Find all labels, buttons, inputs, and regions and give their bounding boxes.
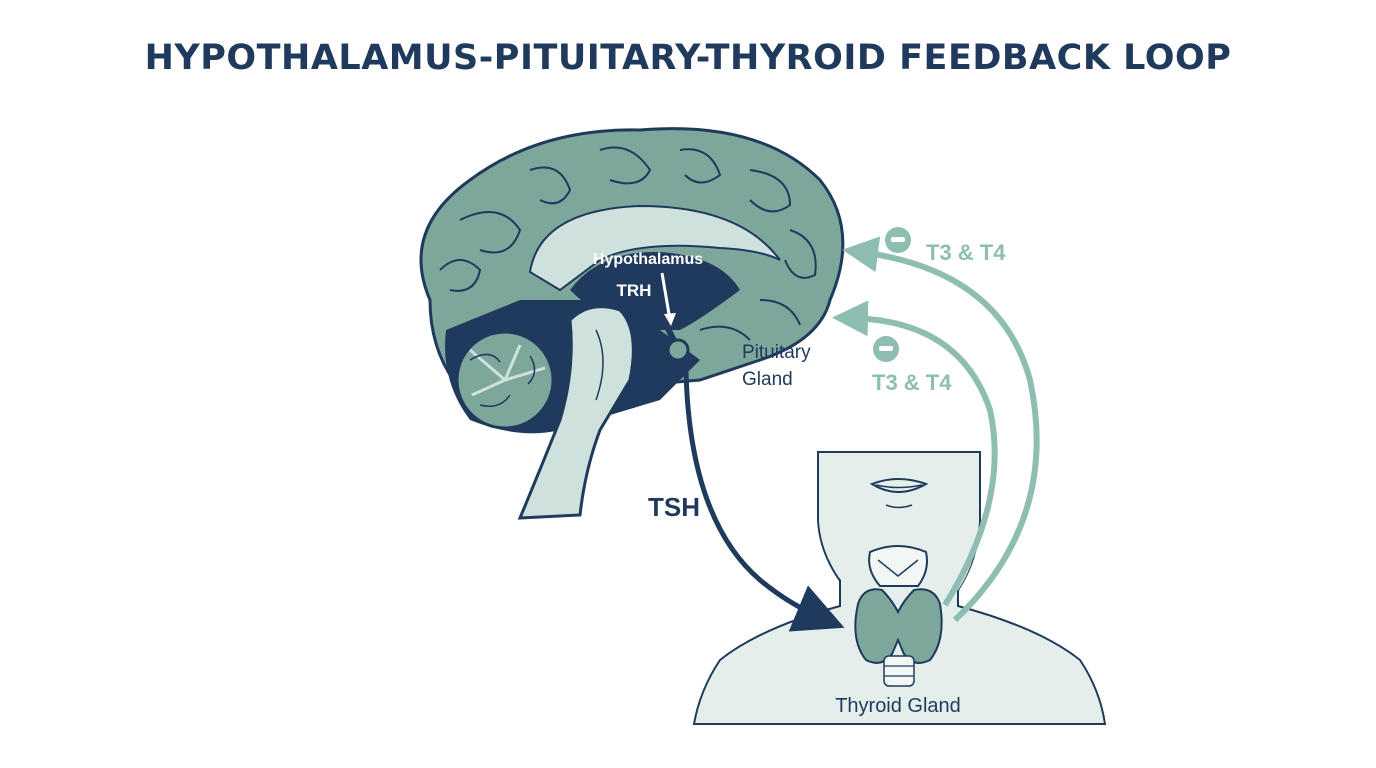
larynx [868, 545, 928, 587]
thyroid-gland [854, 588, 943, 664]
label-pituitary-line1: Pituitary [742, 342, 811, 363]
label-feedback-lower: T3 & T4 [872, 370, 952, 395]
pituitary-gland [666, 338, 690, 362]
label-feedback-upper: T3 & T4 [926, 240, 1006, 265]
cerebellum [455, 330, 555, 430]
label-pituitary-line2: Gland [742, 369, 793, 390]
feedback-arrow-inner [832, 300, 998, 607]
brain [419, 127, 845, 520]
brainstem [517, 305, 635, 520]
brain-gyri [439, 146, 817, 341]
trh-arrow [660, 272, 672, 321]
diagram-title: HYPOTHALAMUS-PITUITARY-THYROID FEEDBACK … [144, 38, 1232, 78]
minus-icon [873, 336, 899, 362]
mouth [869, 478, 929, 493]
feedback-arrow-outer [842, 236, 1040, 623]
label-tsh: TSH [648, 492, 700, 522]
label-trh: TRH [617, 281, 652, 300]
human-figure [692, 451, 1107, 725]
minus-icon [885, 227, 911, 253]
label-hypothalamus: Hypothalamus [593, 251, 703, 268]
label-thyroid-gland: Thyroid Gland [835, 695, 961, 717]
tsh-arrow [683, 371, 845, 632]
corpus-callosum [528, 204, 781, 292]
